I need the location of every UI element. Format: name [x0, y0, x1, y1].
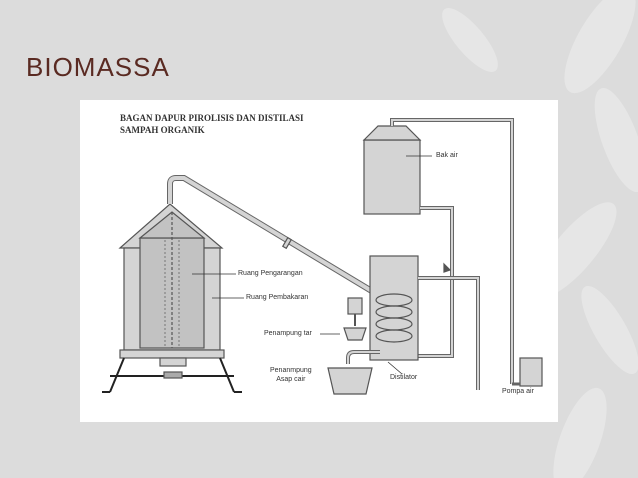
label-bak-air: Bak air [436, 152, 458, 159]
water-pipe-tank-distilator [418, 206, 454, 358]
furnace-base [119, 349, 225, 359]
distilator-outlet-pipe [418, 276, 480, 390]
tar-trap [347, 297, 363, 315]
distilator-tank [369, 255, 419, 361]
pipe-valve [281, 236, 293, 250]
diagram-title: BAGAN DAPUR PIROLISIS DAN DISTILASI SAMP… [120, 112, 380, 136]
label-distilator: Distilator [390, 374, 418, 381]
slide-title: BIOMASSA [26, 52, 170, 82]
water-pump [519, 357, 543, 387]
fire-box [159, 357, 187, 367]
furnace-legs [102, 357, 242, 393]
diagram-panel: BAGAN DAPUR PIROLISIS DAN DISTILASI SAMP… [80, 100, 558, 422]
liquid-smoke-container [327, 367, 373, 395]
tar-container [343, 327, 367, 341]
leaf-decoration [442, 0, 638, 478]
label-penampung-tar: Penampung tar [264, 330, 312, 337]
condenser-coil [375, 293, 413, 343]
diagram-title-line1: BAGAN DAPUR PIROLISIS DAN DISTILASI [120, 113, 304, 123]
label-penampung-asap-line2: Asap cair [276, 376, 306, 383]
pyrolysis-diagram [102, 118, 543, 395]
label-ruang-pengarangan: Ruang Pengarangan [238, 270, 303, 277]
diagram-title-line2: SAMPAH ORGANIK [120, 125, 205, 135]
label-penampung-asap-line1: Penanmpung [270, 367, 312, 374]
label-ruang-pembakaran: Ruang Pembakaran [246, 294, 309, 301]
burner [163, 371, 183, 379]
label-penampung-asap-cair: Penanmpung Asap cair [270, 366, 312, 384]
water-tank [363, 139, 421, 215]
check-valve [443, 262, 452, 273]
label-pompa-air: Pompa air [502, 388, 534, 395]
